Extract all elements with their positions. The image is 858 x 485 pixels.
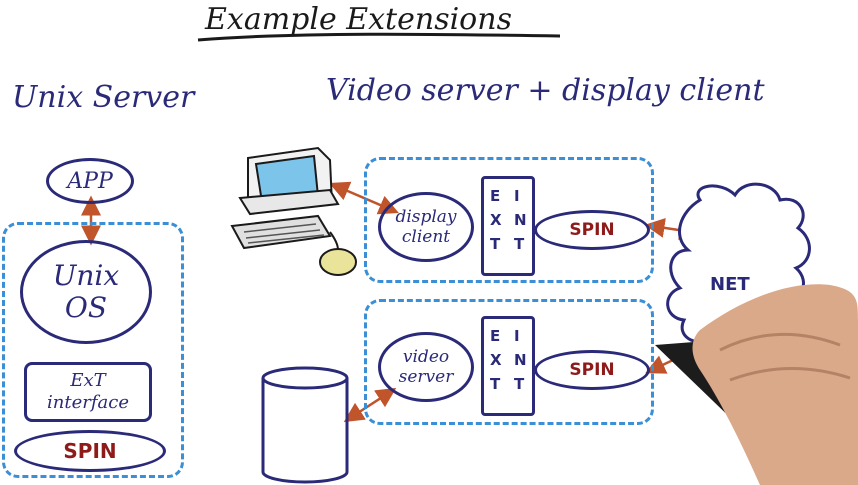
video-int-letter-t: T: [514, 375, 525, 393]
video-ext-letter-x: X: [490, 351, 502, 369]
ext-interface-line2: interface: [47, 392, 129, 413]
video-ext-letter-e: E: [490, 327, 501, 345]
unix-spin-label: SPIN: [63, 439, 117, 463]
unix-os-line1: Unix: [52, 259, 120, 292]
video-disk-arrow: [343, 387, 397, 423]
title-underline: [197, 32, 561, 42]
display-client-line2: client: [401, 227, 451, 247]
video-spin-node: SPIN: [534, 350, 650, 390]
ext-interface-node: ExT interface: [24, 362, 152, 422]
display-int-letter-i: I: [514, 187, 520, 205]
unix-os-line2: OS: [64, 291, 108, 324]
display-ext-int-column: E X T I N T: [481, 176, 535, 276]
video-server-node: video server: [378, 332, 474, 402]
display-int-letter-n: N: [514, 211, 527, 229]
display-ext-letter-t: T: [490, 235, 501, 253]
display-int-letter-t: T: [514, 235, 525, 253]
hand-with-marker: [655, 284, 858, 485]
unix-server-heading: Unix Server: [12, 80, 195, 115]
display-client-line1: display: [395, 207, 457, 227]
display-ext-letter-e: E: [490, 187, 501, 205]
display-client-box: [364, 157, 654, 283]
display-spin-node: SPIN: [534, 210, 650, 250]
video-server-box: [364, 299, 654, 425]
unix-os-node: Unix OS: [20, 240, 152, 344]
computer-icon: [230, 146, 357, 276]
video-ext-letter-t: T: [490, 375, 501, 393]
net-label: NET: [710, 274, 750, 295]
video-int-letter-i: I: [514, 327, 520, 345]
diagram-title: Example Extensions: [205, 2, 512, 37]
unix-spin-node: SPIN: [14, 430, 166, 472]
app-node: APP: [46, 158, 134, 204]
app-label: APP: [67, 168, 113, 194]
video-int-letter-n: N: [514, 351, 527, 369]
ext-interface-line1: ExT: [70, 370, 106, 391]
display-ext-letter-x: X: [490, 211, 502, 229]
disk-storage-icon: [261, 366, 349, 484]
display-spin-label: SPIN: [569, 220, 615, 240]
unix-server-box: [2, 222, 184, 478]
video-server-heading: Video server + display client: [326, 73, 765, 108]
video-server-line2: server: [398, 367, 454, 387]
video-ext-int-column: E X T I N T: [481, 316, 535, 416]
display-client-node: display client: [378, 192, 474, 262]
video-spin-label: SPIN: [569, 360, 615, 380]
video-server-line1: video: [402, 347, 450, 367]
